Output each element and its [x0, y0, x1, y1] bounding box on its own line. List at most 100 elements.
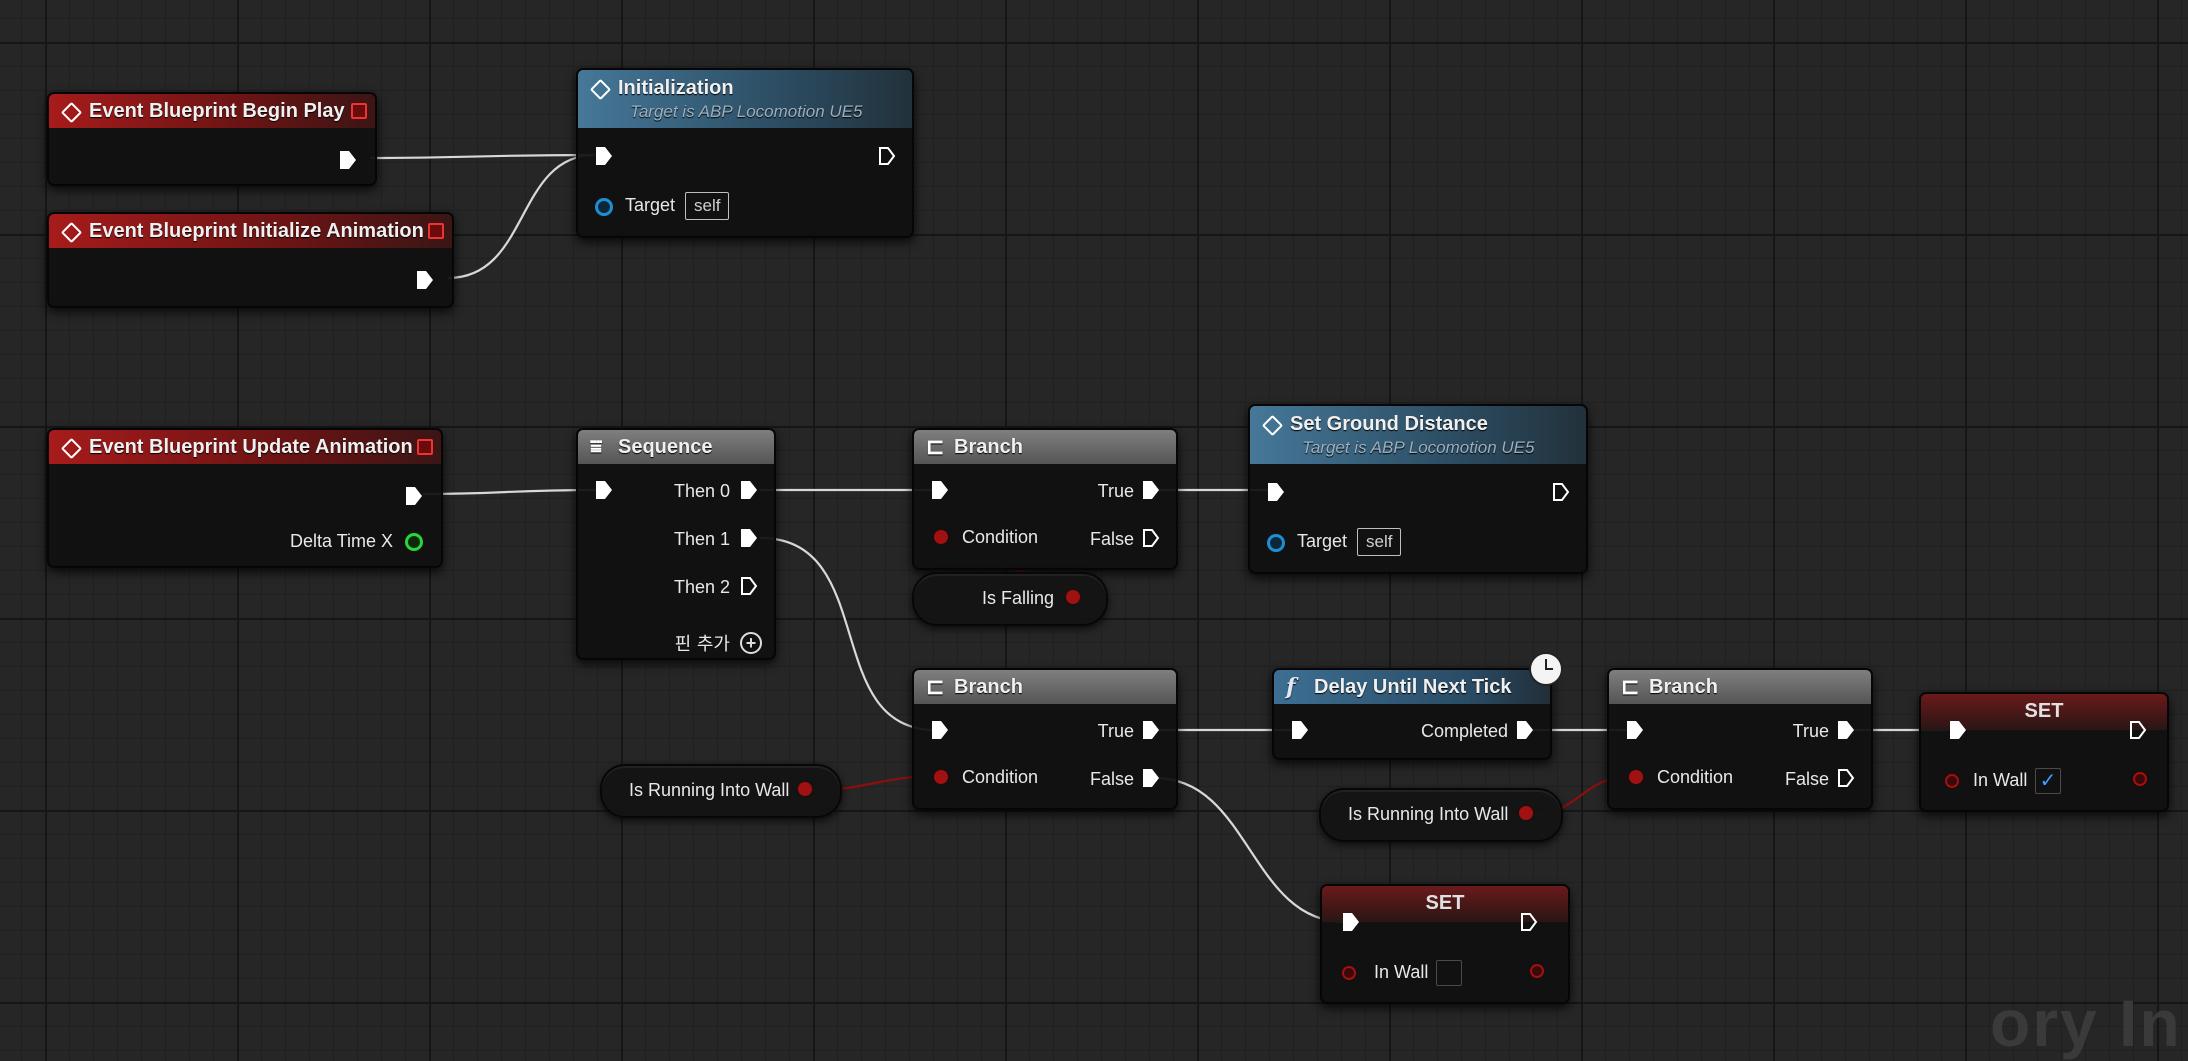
branch-icon: ⊏ [1621, 674, 1640, 699]
is-falling-variable-node[interactable]: Is Falling [912, 572, 1108, 626]
sequence-icon: ⩸ [590, 436, 603, 458]
exec-out-pin[interactable] [339, 150, 357, 170]
node-title: Branch [1649, 675, 1718, 698]
is-running-bool-pin[interactable] [798, 782, 812, 796]
event-begin-play-node[interactable]: Event Blueprint Begin Play [47, 92, 377, 186]
is-running-into-wall-variable-node[interactable]: Is Running Into Wall [600, 764, 842, 818]
branch-icon: ⊏ [926, 434, 945, 459]
false-exec-pin[interactable] [1142, 528, 1160, 548]
condition-label: Condition [962, 527, 1039, 547]
then-1-exec-pin[interactable] [740, 528, 758, 548]
target-self-field[interactable]: self [1357, 528, 1402, 556]
in-wall-input-pin[interactable] [1342, 966, 1356, 980]
exec-out-pin[interactable] [878, 146, 896, 166]
false-exec-pin[interactable] [1142, 768, 1160, 788]
event-diamond-icon [61, 102, 79, 120]
delegate-pin[interactable] [351, 103, 367, 119]
exec-in-pin[interactable] [1291, 720, 1309, 740]
node-title: Event Blueprint Update Animation [89, 435, 413, 458]
delay-until-next-tick-node[interactable]: f Delay Until Next Tick Completed [1272, 668, 1552, 760]
then-2-exec-pin[interactable] [740, 576, 758, 596]
exec-out-pin[interactable] [1520, 912, 1538, 932]
branch-node-running-wall[interactable]: ⊏ Branch True Condition False [912, 668, 1178, 810]
exec-in-pin[interactable] [1626, 720, 1644, 740]
set-in-wall-true-node[interactable]: SET In Wall ✓ [1919, 692, 2169, 812]
completed-exec-pin[interactable] [1516, 720, 1534, 740]
set-header: SET [1921, 694, 2167, 730]
in-wall-input-pin[interactable] [1945, 774, 1959, 788]
then-0-exec-pin[interactable] [740, 480, 758, 500]
exec-in-pin[interactable] [595, 480, 613, 500]
false-label: False [1089, 529, 1134, 549]
then-1-label: Then 1 [673, 529, 730, 549]
node-title: Delay Until Next Tick [1314, 675, 1512, 698]
is-falling-bool-pin[interactable] [1066, 590, 1080, 604]
node-header: ⩸ Sequence [578, 430, 774, 464]
true-exec-pin[interactable] [1837, 720, 1855, 740]
delegate-pin[interactable] [428, 223, 444, 239]
exec-out-pin[interactable] [1552, 482, 1570, 502]
event-update-animation-node[interactable]: Event Blueprint Update Animation Delta T… [47, 428, 443, 568]
exec-in-pin[interactable] [931, 480, 949, 500]
target-object-pin[interactable] [595, 198, 613, 216]
in-wall-label: In Wall [1374, 962, 1429, 982]
exec-out-pin[interactable] [416, 270, 434, 290]
exec-out-pin[interactable] [405, 486, 423, 506]
set-ground-distance-node[interactable]: Set Ground Distance Target is ABP Locomo… [1248, 404, 1588, 574]
node-header: ⊏ Branch [914, 430, 1176, 464]
in-wall-checkbox-checked[interactable]: ✓ [2035, 768, 2061, 794]
target-self-field[interactable]: self [685, 192, 730, 220]
true-label: True [1792, 721, 1829, 741]
is-running-bool-pin[interactable] [1519, 806, 1533, 820]
then-2-label: Then 2 [673, 577, 730, 597]
exec-in-pin[interactable] [931, 720, 949, 740]
wire-update-to-seq [422, 488, 599, 496]
condition-bool-pin[interactable] [934, 770, 948, 784]
initialization-function-node[interactable]: Initialization Target is ABP Locomotion … [576, 68, 914, 238]
node-header: Event Blueprint Initialize Animation [49, 214, 452, 248]
condition-bool-pin[interactable] [1629, 770, 1643, 784]
delta-time-float-pin[interactable] [405, 533, 423, 551]
node-title: Event Blueprint Initialize Animation [89, 219, 424, 242]
node-title: Event Blueprint Begin Play [89, 99, 345, 122]
false-label: False [1784, 769, 1829, 789]
latent-clock-icon [1529, 652, 1563, 686]
false-exec-pin[interactable] [1837, 768, 1855, 788]
in-wall-checkbox-unchecked[interactable] [1436, 960, 1462, 986]
node-header: Set Ground Distance Target is ABP Locomo… [1250, 406, 1586, 464]
add-pin-label[interactable]: 핀 추가 [674, 634, 730, 655]
condition-bool-pin[interactable] [934, 530, 948, 544]
branch-node-falling[interactable]: ⊏ Branch True Condition False [912, 428, 1178, 570]
exec-in-pin[interactable] [1342, 912, 1360, 932]
delegate-pin[interactable] [417, 439, 433, 455]
completed-label: Completed [1420, 721, 1508, 741]
true-exec-pin[interactable] [1142, 480, 1160, 500]
event-initialize-animation-node[interactable]: Event Blueprint Initialize Animation [47, 212, 454, 308]
add-pin-icon[interactable]: + [740, 632, 762, 654]
exec-in-pin[interactable] [1267, 482, 1285, 502]
node-header: Event Blueprint Begin Play [49, 94, 375, 128]
in-wall-output-pin[interactable] [1530, 964, 1544, 978]
node-header: Event Blueprint Update Animation [49, 430, 441, 464]
sequence-node[interactable]: ⩸ Sequence Then 0 Then 1 Then 2 핀 추가 + [576, 428, 776, 660]
exec-in-pin[interactable] [595, 146, 613, 166]
delta-time-label: Delta Time X [289, 531, 393, 551]
variable-label: Is Running Into Wall [629, 780, 790, 800]
exec-out-pin[interactable] [2129, 720, 2147, 740]
node-title: Sequence [618, 435, 713, 458]
node-subtitle: Target is ABP Locomotion UE5 [630, 101, 863, 121]
true-exec-pin[interactable] [1142, 720, 1160, 740]
node-header: Initialization Target is ABP Locomotion … [578, 70, 912, 128]
target-object-pin[interactable] [1267, 534, 1285, 552]
is-running-into-wall-variable-node-2[interactable]: Is Running Into Wall [1319, 788, 1563, 842]
function-icon: f [1286, 674, 1296, 700]
set-in-wall-false-node[interactable]: SET In Wall [1320, 884, 1570, 1004]
event-diamond-icon [61, 438, 79, 456]
in-wall-output-pin[interactable] [2133, 772, 2147, 786]
wire-branch2-false-to-set [1154, 776, 1346, 924]
function-diamond-icon [590, 79, 608, 97]
exec-in-pin[interactable] [1949, 720, 1967, 740]
branch-node-running-wall-2[interactable]: ⊏ Branch True Condition False [1607, 668, 1873, 810]
event-diamond-icon [61, 222, 79, 240]
